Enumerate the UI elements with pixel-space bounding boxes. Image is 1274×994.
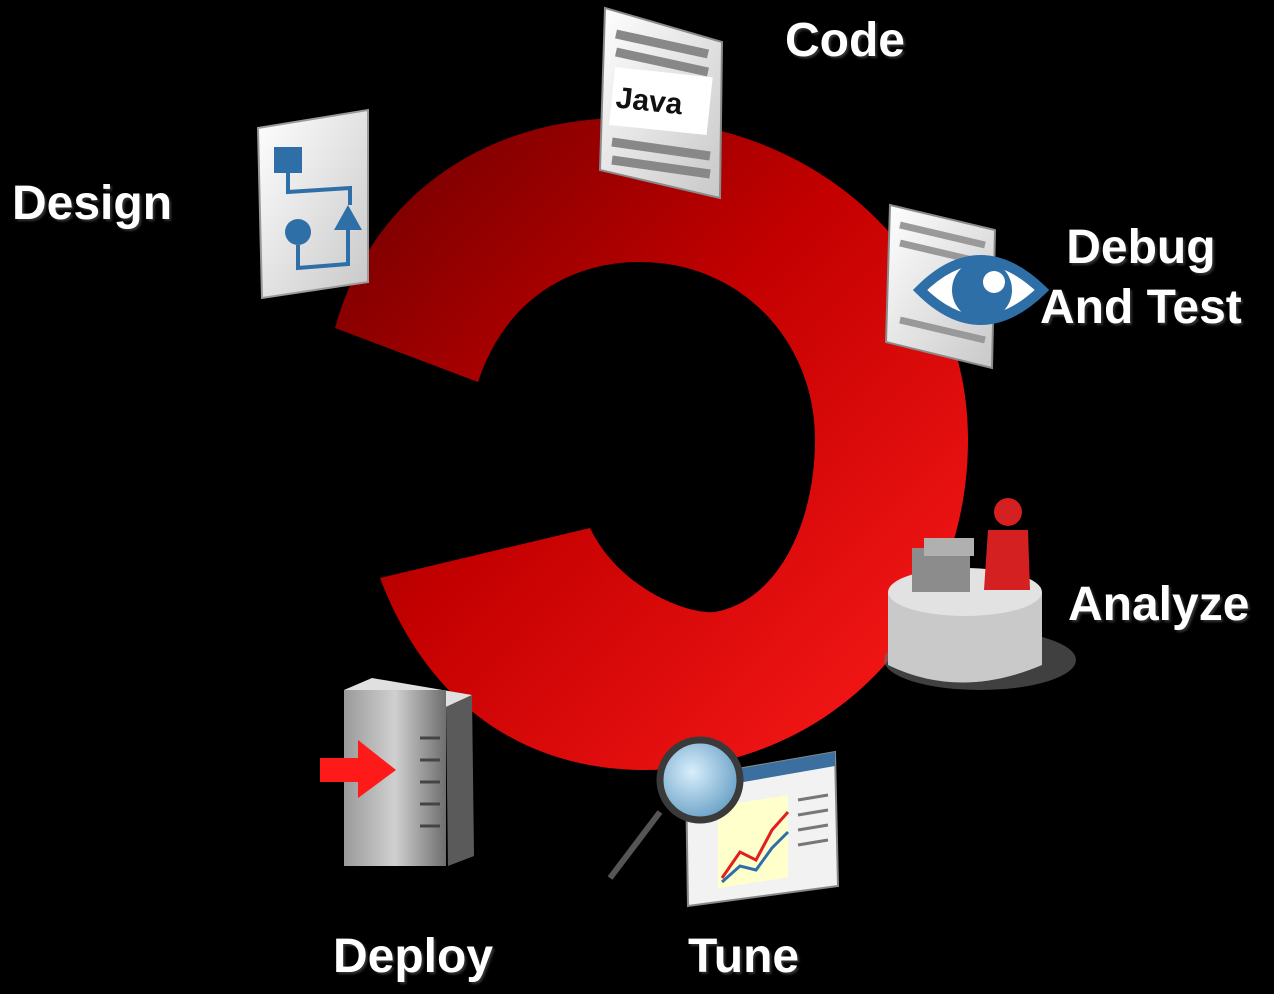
stage-label-debug-and-test: Debug And Test <box>1040 218 1242 338</box>
server-with-arrow-icon <box>320 678 474 866</box>
eye-document-icon <box>884 203 1050 370</box>
stage-label-design: Design <box>12 177 173 230</box>
user-at-workstation-icon <box>884 498 1076 690</box>
code-icon-java-text: Java <box>614 81 684 121</box>
stage-label-deploy: Deploy <box>333 930 494 983</box>
magnifier-chart-icon <box>607 736 840 908</box>
stage-label-tune: Tune <box>688 930 800 983</box>
stage-label-debug-line1: Debug <box>1066 221 1216 274</box>
java-document-icon: Java <box>598 6 724 200</box>
stage-label-analyze: Analyze <box>1068 578 1250 631</box>
stage-label-code: Code <box>785 14 905 67</box>
stage-label-debug-line2: And Test <box>1040 281 1242 334</box>
cycle-ring <box>335 118 968 770</box>
flowchart-document-icon <box>256 108 369 300</box>
